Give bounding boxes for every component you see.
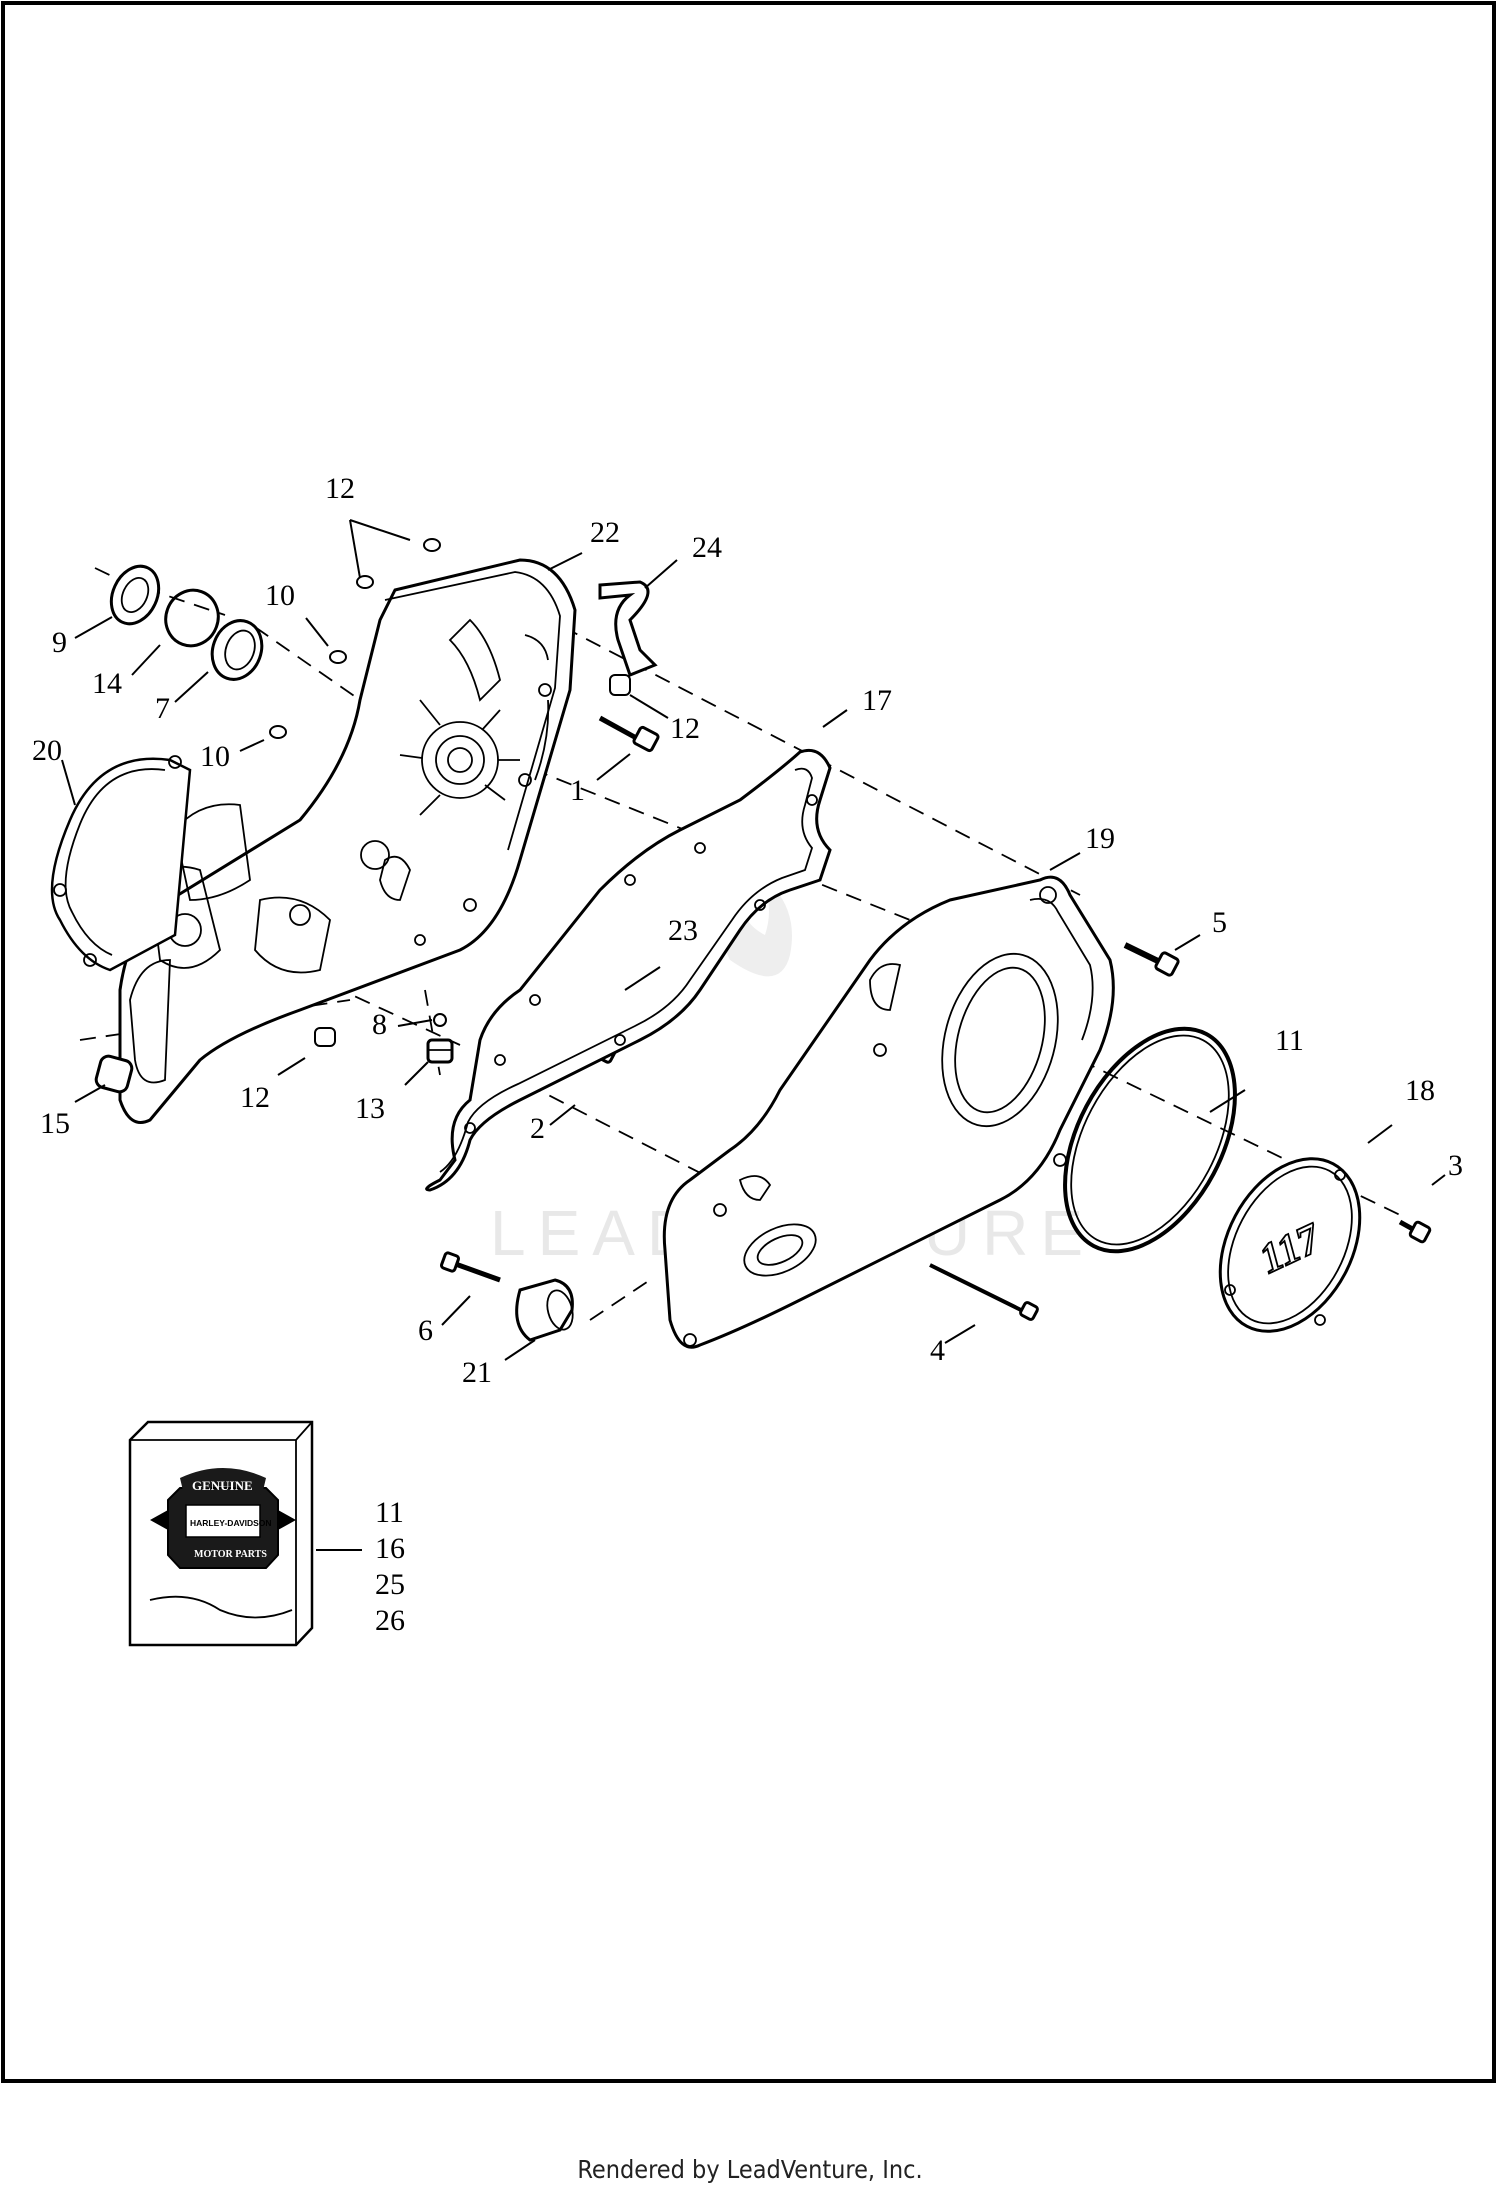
- callout-5: 5: [1212, 906, 1227, 939]
- callout-11: 11: [1275, 1024, 1304, 1057]
- dowel-pins: [269, 538, 631, 1047]
- callout-21: 21: [462, 1356, 492, 1389]
- callout-12: 12: [670, 712, 700, 745]
- gasket-20: [50, 755, 192, 972]
- callout-15: 15: [40, 1107, 70, 1140]
- callout-1: 1: [570, 774, 585, 807]
- callout-6: 6: [418, 1314, 433, 1347]
- spacer-21: [515, 1278, 574, 1342]
- callout-labels: 12 22 24 10 9 14 7 12 17 20 10 1 19 5 23…: [32, 472, 1463, 1389]
- derby-cover-18: 117: [1218, 1157, 1362, 1333]
- callout-12: 12: [240, 1081, 270, 1114]
- callout-12: 12: [325, 472, 355, 505]
- kit-label-16: 16: [375, 1532, 405, 1565]
- diagram-border: [1, 1, 1496, 2083]
- callout-10: 10: [200, 740, 230, 773]
- logo-brand: HARLEY-DAVIDSON: [190, 1518, 272, 1528]
- bushing-15: [94, 1054, 134, 1094]
- bolt-4: [929, 1263, 1039, 1321]
- callout-9: 9: [52, 626, 67, 659]
- callout-7: 7: [155, 692, 170, 725]
- sensor-13: [426, 1013, 454, 1064]
- callout-10: 10: [265, 579, 295, 612]
- callout-22: 22: [590, 516, 620, 549]
- callout-2: 2: [530, 1112, 545, 1145]
- callout-19: 19: [1085, 822, 1115, 855]
- callout-4: 4: [930, 1334, 945, 1367]
- leader-lines: [61, 519, 1446, 1551]
- bolt-3: [1398, 1219, 1432, 1244]
- bolt-1: [598, 715, 660, 753]
- logo-top-word: GENUINE: [192, 1478, 253, 1493]
- callout-14: 14: [92, 667, 122, 700]
- genuine-parts-kit: GENUINE HARLEY-DAVIDSON MOTOR PARTS 11 1…: [128, 1420, 405, 1647]
- genuine-logo: GENUINE HARLEY-DAVIDSON MOTOR PARTS: [150, 1468, 296, 1569]
- bolt-6: [440, 1251, 501, 1283]
- primary-cover-19: [662, 875, 1115, 1349]
- gasket-17: [425, 748, 832, 1192]
- callout-23: 23: [668, 914, 698, 947]
- kit-label-26: 26: [375, 1604, 405, 1637]
- bracket-24: [598, 580, 658, 677]
- callout-3: 3: [1448, 1149, 1463, 1182]
- callout-24: 24: [692, 531, 722, 564]
- callout-18: 18: [1405, 1074, 1435, 1107]
- o-ring-11: [1063, 1026, 1237, 1254]
- seal-9: [109, 564, 161, 626]
- bolt-5: [1123, 942, 1180, 977]
- kit-label-25: 25: [375, 1568, 405, 1601]
- kit-label-11: 11: [375, 1496, 404, 1529]
- footer-credit: Rendered by LeadVenture, Inc.: [577, 2155, 923, 2184]
- callout-17: 17: [862, 684, 892, 717]
- callout-8: 8: [372, 1008, 387, 1041]
- inner-primary-housing: [118, 558, 577, 1124]
- bearing-7: [210, 619, 264, 681]
- callout-13: 13: [355, 1092, 385, 1125]
- logo-bottom-word: MOTOR PARTS: [194, 1549, 267, 1560]
- callout-20: 20: [32, 734, 62, 767]
- retaining-ring-14: [164, 588, 220, 648]
